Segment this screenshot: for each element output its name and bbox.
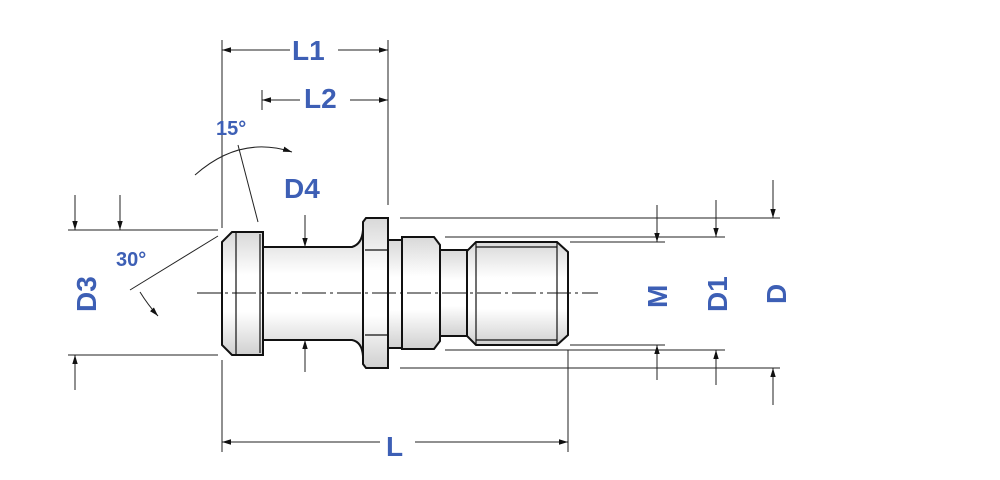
dimension-lines [72, 47, 776, 445]
label-d3: D3 [71, 276, 102, 312]
label-l2: L2 [304, 83, 337, 114]
label-d1: D1 [702, 276, 733, 312]
extension-lines [68, 40, 780, 452]
label-m: M [642, 285, 673, 308]
label-l1: L1 [292, 35, 325, 66]
label-d4: D4 [284, 173, 320, 204]
label-d: D [761, 284, 792, 304]
pull-stud-body [221, 217, 569, 369]
label-angle-15: 15° [216, 118, 246, 140]
label-angle-30: 30° [116, 249, 146, 271]
label-l: L [386, 431, 403, 462]
collar [387, 239, 403, 349]
